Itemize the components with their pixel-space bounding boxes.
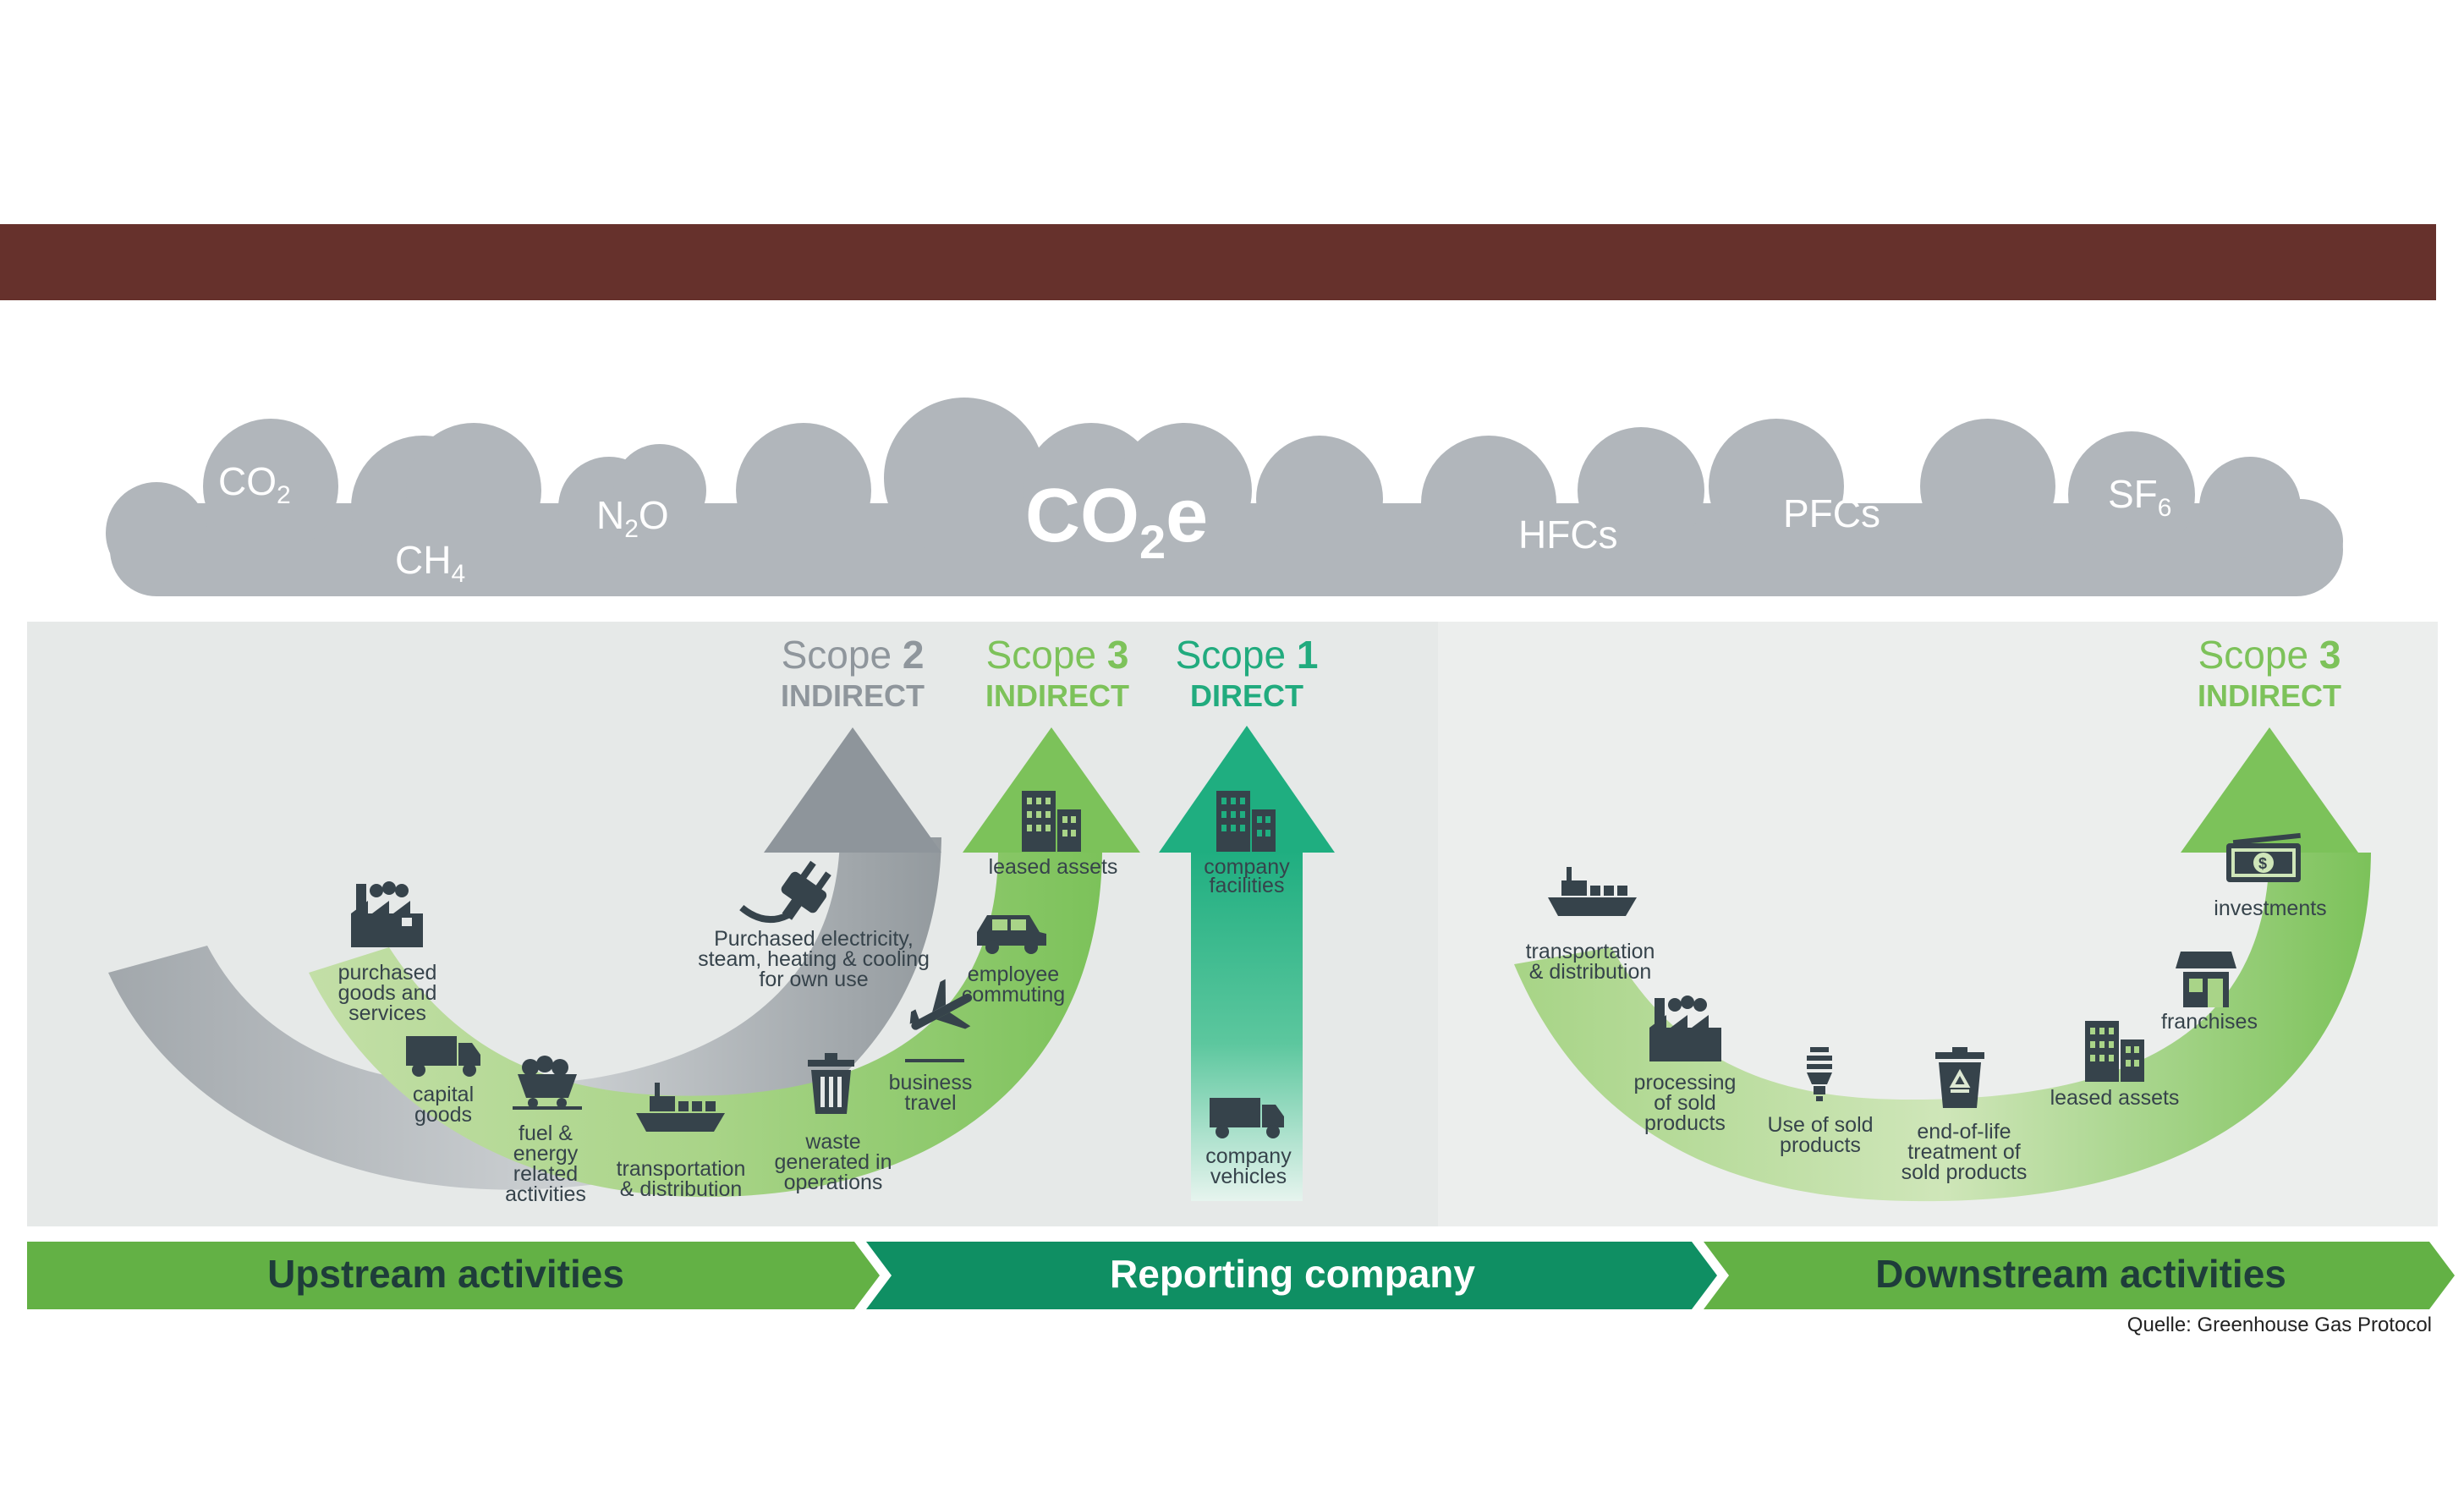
upstream-label: Upstream activities [267,1252,624,1296]
recycle-bin-icon [1935,1047,1984,1108]
car-icon [977,915,1046,954]
plug-icon [739,860,831,924]
gas-co2: CO2 [218,459,291,509]
building-icon [1022,791,1081,852]
gas-sf6: SF6 [2108,472,2171,522]
gas-hfcs: HFCs [1518,513,1618,557]
truck-icon [1210,1098,1284,1138]
gas-n2o: N2O [596,493,669,543]
ship-icon [636,1083,725,1132]
coal-cart-icon [513,1056,582,1110]
label-franchises: franchises [2161,1010,2258,1034]
downstream-label: Downstream activities [1875,1252,2286,1296]
scope2-type: INDIRECT [781,678,925,713]
scope3-downstream-title: Scope 3 [2198,633,2341,677]
storefront-icon [2176,952,2236,1007]
label-purchased-electricity: Purchased electricity,steam, heating & c… [698,927,930,991]
building-icon [2085,1021,2144,1082]
scope1-shaft [1191,850,1303,1201]
source-note: Quelle: Greenhouse Gas Protocol [2127,1314,2432,1336]
label-leased-assets-up: leased assets [989,855,1118,879]
gas-cloud [106,398,2343,596]
factory-icon [351,881,423,947]
reporting-bar [866,1242,1717,1309]
gas-ch4: CH4 [395,538,465,588]
top-band [0,224,2436,300]
scope1-type: DIRECT [1190,678,1303,713]
scope2-title: Scope 2 [782,633,925,677]
reporting-label: Reporting company [1110,1252,1475,1296]
label-upstream-transport: transportation& distribution [617,1157,746,1201]
scope3-upstream-arrowhead [963,727,1140,853]
scope2-arrowhead [764,727,941,853]
downstream-bar [1704,1242,2455,1309]
scope3-downstream-type: INDIRECT [2198,678,2341,713]
airplane-icon [905,979,973,1062]
gas-pfcs: PFCs [1783,491,1880,535]
label-leased-assets-down: leased assets [2050,1086,2180,1110]
scope3-upstream-title: Scope 3 [986,633,1129,677]
scope1-title: Scope 1 [1176,633,1319,677]
trash-bin-icon [808,1053,854,1114]
scope3-upstream-type: INDIRECT [985,678,1129,713]
scope1-arrowhead [1159,726,1335,853]
truck-icon [406,1036,480,1077]
light-bulb-icon [1807,1047,1832,1101]
building-icon [1216,791,1276,852]
label-downstream-transport: transportation& distribution [1526,940,1655,984]
scope3-downstream-arrowhead [2181,727,2358,853]
label-investments: investments [2214,897,2326,920]
gas-co2e: CO2e [1025,474,1208,568]
scope3-downstream-arc [1514,853,2371,1202]
ship-icon [1548,867,1637,916]
factory-icon [1649,996,1721,1061]
upstream-bar [27,1242,880,1309]
svg-text:$: $ [2258,855,2267,872]
scope3-upstream-arc [309,853,1102,1198]
money-icon: $ [2226,832,2301,882]
